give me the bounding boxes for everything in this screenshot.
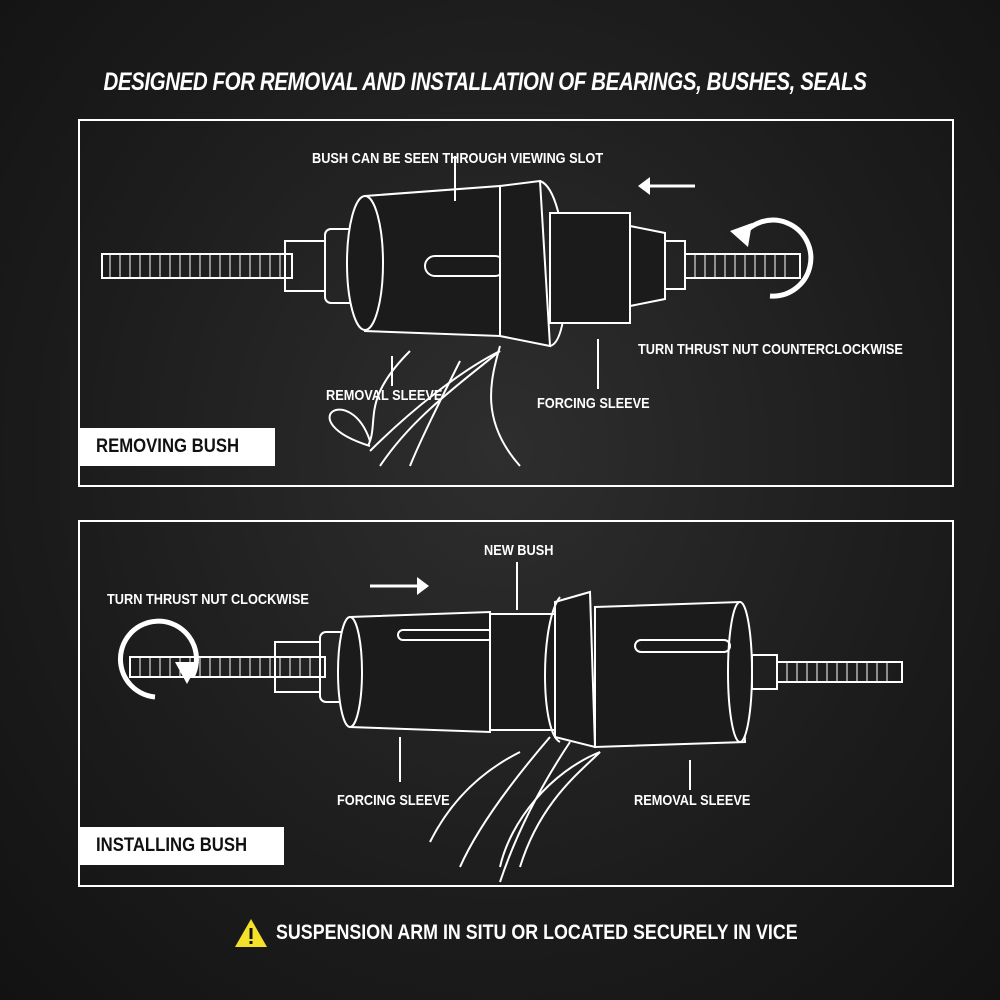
new-bush-label: NEW BUSH [484, 542, 554, 559]
clockwise-arrow-icon [117, 618, 199, 700]
forcing-sleeve-label: FORCING SLEEVE [537, 395, 650, 412]
installation-tool-illustration [117, 562, 903, 883]
instruction-label: TURN THRUST NUT COUNTERCLOCKWISE [638, 341, 903, 358]
warning-text: SUSPENSION ARM IN SITU OR LOCATED SECURE… [276, 921, 798, 944]
warning-triangle-icon [235, 919, 267, 947]
warning-notice: SUSPENSION ARM IN SITU OR LOCATED SECURE… [234, 918, 890, 948]
removal-sleeve-label: REMOVAL SLEEVE [326, 387, 443, 404]
installing-bush-panel: NEW BUSH TURN THRUST NUT CLOCKWISE FORCI… [78, 520, 954, 887]
installing-bush-tag: INSTALLING BUSH [80, 827, 284, 865]
removal-sleeve-label: REMOVAL SLEEVE [634, 792, 751, 809]
removing-bush-panel: BUSH CAN BE SEEN THROUGH VIEWING SLOT RE… [78, 119, 954, 487]
forcing-sleeve-label: FORCING SLEEVE [337, 792, 450, 809]
page-title: DESIGNED FOR REMOVAL AND INSTALLATION OF… [103, 68, 867, 96]
viewing-slot-label: BUSH CAN BE SEEN THROUGH VIEWING SLOT [312, 150, 604, 167]
instruction-label: TURN THRUST NUT CLOCKWISE [107, 591, 309, 608]
counterclockwise-arrow-icon [737, 217, 814, 299]
removal-tool-illustration [101, 156, 814, 467]
removing-bush-tag: REMOVING BUSH [80, 428, 275, 466]
